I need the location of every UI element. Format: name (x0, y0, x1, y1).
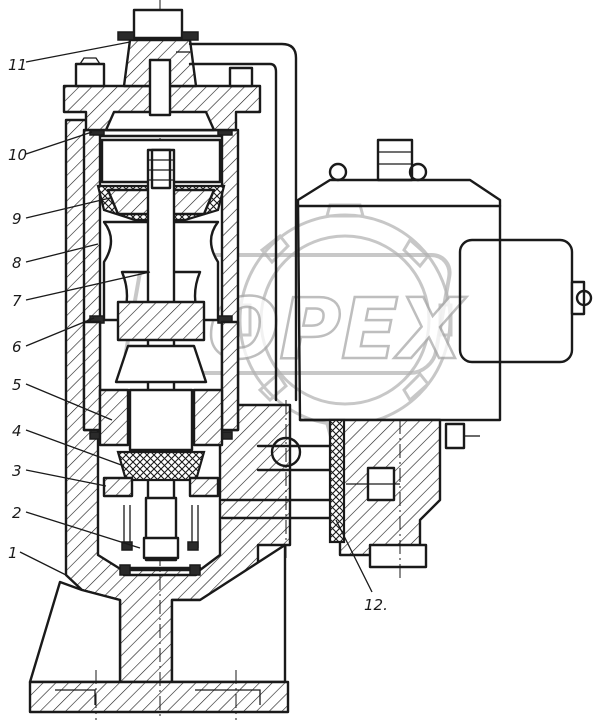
lower-assembly (102, 450, 220, 577)
pipe (176, 42, 298, 402)
callout-8: 8 (12, 254, 22, 272)
leader-lines (19, 41, 373, 593)
callout-2: 2 (12, 504, 22, 522)
watermark-text: OPEX (208, 280, 467, 378)
callout-5: 5 (12, 376, 22, 394)
callout-6: 6 (12, 338, 22, 356)
callout-11: 11 (8, 56, 27, 74)
watermark-logo: OPEX (123, 203, 469, 437)
callout-1: 1 (8, 544, 18, 562)
callout-9: 9 (12, 210, 22, 228)
callout-7: 7 (12, 292, 22, 310)
callout-3: 3 (12, 462, 22, 480)
side-housing (220, 138, 593, 580)
callout-4: 4 (12, 422, 22, 440)
callout-12: 12. (364, 596, 388, 614)
callout-10: 10 (8, 146, 27, 164)
base-frame (28, 0, 292, 720)
callout-labels: 11 10 9 8 7 6 5 4 3 2 1 12. (8, 56, 388, 614)
middle-valve (98, 300, 224, 452)
top-cover (62, 8, 262, 132)
